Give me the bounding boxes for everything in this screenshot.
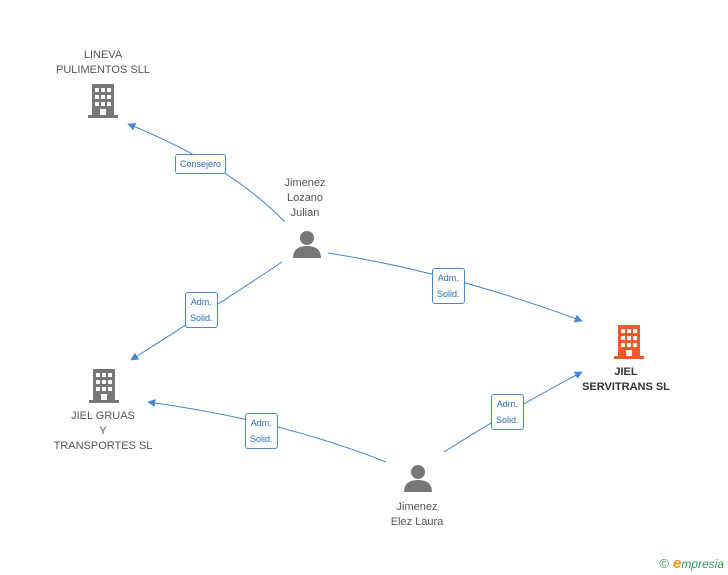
person-icon[interactable] [293,231,321,258]
edge-label-adm-solid: Adm. Solid. [491,394,524,430]
node-label-jiel-gruas: JIEL GRUAS Y TRANSPORTES SL [53,410,153,452]
edge-label-adm-solid: Adm. Solid. [185,292,218,328]
node-label-jiel-servitrans: JIEL SERVITRANS SL [582,366,670,393]
building-icon[interactable] [89,369,119,403]
brand-logo[interactable]: empresia [672,555,724,572]
edge-label-adm-solid: Adm. Solid. [432,268,465,304]
node-label-lineva: LINEVA PULIMENTOS SLL [56,49,150,76]
edge-label-adm-solid: Adm. Solid. [245,413,278,449]
building-icon[interactable] [88,84,118,118]
footer-brand: © empresia [659,555,724,572]
node-label-jimenez-lozano: Jimenez Lozano Julian [284,177,326,219]
copyright-icon: © [659,556,669,571]
building-icon-highlighted[interactable] [614,325,644,359]
person-icon[interactable] [404,465,432,492]
edge-label-consejero: Consejero [175,154,227,174]
node-label-jimenez-elez: Jimenez Elez Laura [390,501,444,528]
